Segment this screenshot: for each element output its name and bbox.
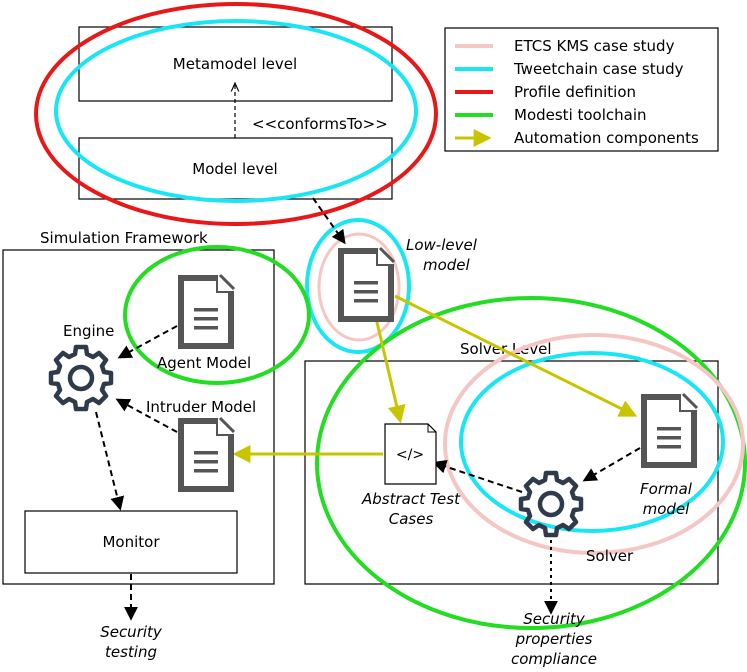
solver-label: Solver: [586, 547, 634, 565]
lowlevel-to-testcases-arrow: [374, 317, 406, 424]
modesti-ellipse-solver: [315, 296, 747, 630]
legend-item-tweetchain: Tweetchain case study: [455, 60, 684, 78]
monitor-label: Monitor: [102, 533, 160, 551]
svg-text:Tweetchain case study: Tweetchain case study: [513, 60, 684, 78]
low-level-model-label-line1: Low-level: [406, 236, 478, 254]
model-level-box: Model level: [78, 137, 393, 200]
svg-text:Automation components: Automation components: [514, 129, 699, 147]
security-compliance-label-line3: compliance: [511, 650, 597, 668]
formal-model-label-line1: Formal: [640, 480, 693, 498]
svg-text:Modesti toolchain: Modesti toolchain: [514, 106, 647, 124]
metamodel-level-label: Metamodel level: [173, 55, 297, 73]
formal-model-document-icon: [639, 392, 699, 470]
low-level-model-document-icon: [336, 246, 396, 324]
abstract-test-cases-label-line1: Abstract Test: [361, 490, 461, 508]
engine-gear-icon: [51, 347, 111, 409]
conforms-to-label: <<conformsTo>>: [252, 115, 388, 133]
legend: ETCS KMS case study Tweetchain case stud…: [444, 27, 719, 152]
tweetchain-ellipse-top: [54, 19, 418, 203]
engine-label: Engine: [63, 322, 114, 340]
etcs-ellipse-low-level: [317, 232, 401, 342]
formal-to-solver-arrow: [582, 447, 641, 482]
intruder-model-label: Intruder Model: [146, 398, 256, 416]
intruder-to-engine-arrow: [115, 398, 178, 433]
solver-to-testcases-arrow: [432, 459, 523, 493]
agent-model-document-icon: [176, 273, 236, 351]
legend-item-profile: Profile definition: [455, 83, 636, 101]
security-compliance-label-line2: properties: [515, 630, 593, 648]
code-file-icon: </>: [384, 423, 437, 485]
profile-definition-ellipse: [34, 2, 438, 226]
security-testing-label-line2: testing: [105, 643, 157, 661]
agent-model-label: Agent Model: [157, 354, 251, 372]
low-level-model-label-line2: model: [423, 256, 471, 274]
tweetchain-ellipse-solver: [459, 351, 725, 533]
legend-item-automation: Automation components: [455, 129, 699, 147]
svg-text:ETCS KMS case study: ETCS KMS case study: [514, 37, 675, 55]
engine-to-monitor-arrow: [95, 411, 125, 511]
tweetchain-ellipse-low-level: [305, 218, 411, 354]
formal-model-label-line2: model: [643, 500, 691, 518]
modesti-ellipse-agent: [123, 245, 311, 385]
etcs-ellipse-solver: [443, 333, 745, 555]
svg-text:Profile definition: Profile definition: [514, 83, 636, 101]
simulation-framework-label: Simulation Framework: [40, 229, 208, 247]
legend-item-etcs: ETCS KMS case study: [455, 37, 675, 55]
code-glyph: </>: [396, 447, 424, 463]
lowlevel-to-formal-arrow: [394, 294, 638, 417]
security-testing-label-line1: Security: [100, 623, 163, 641]
monitor-box: Monitor: [24, 510, 238, 574]
model-to-lowlevel-arrow: [312, 197, 346, 245]
security-compliance-label-line1: Security: [523, 610, 586, 628]
abstract-test-cases-label-line2: Cases: [389, 510, 434, 528]
legend-item-modesti: Modesti toolchain: [455, 106, 647, 124]
agent-to-engine-arrow: [117, 325, 178, 359]
model-level-label: Model level: [192, 160, 277, 178]
intruder-model-document-icon: [176, 416, 236, 494]
simulation-framework-box: Simulation Framework: [2, 229, 275, 585]
